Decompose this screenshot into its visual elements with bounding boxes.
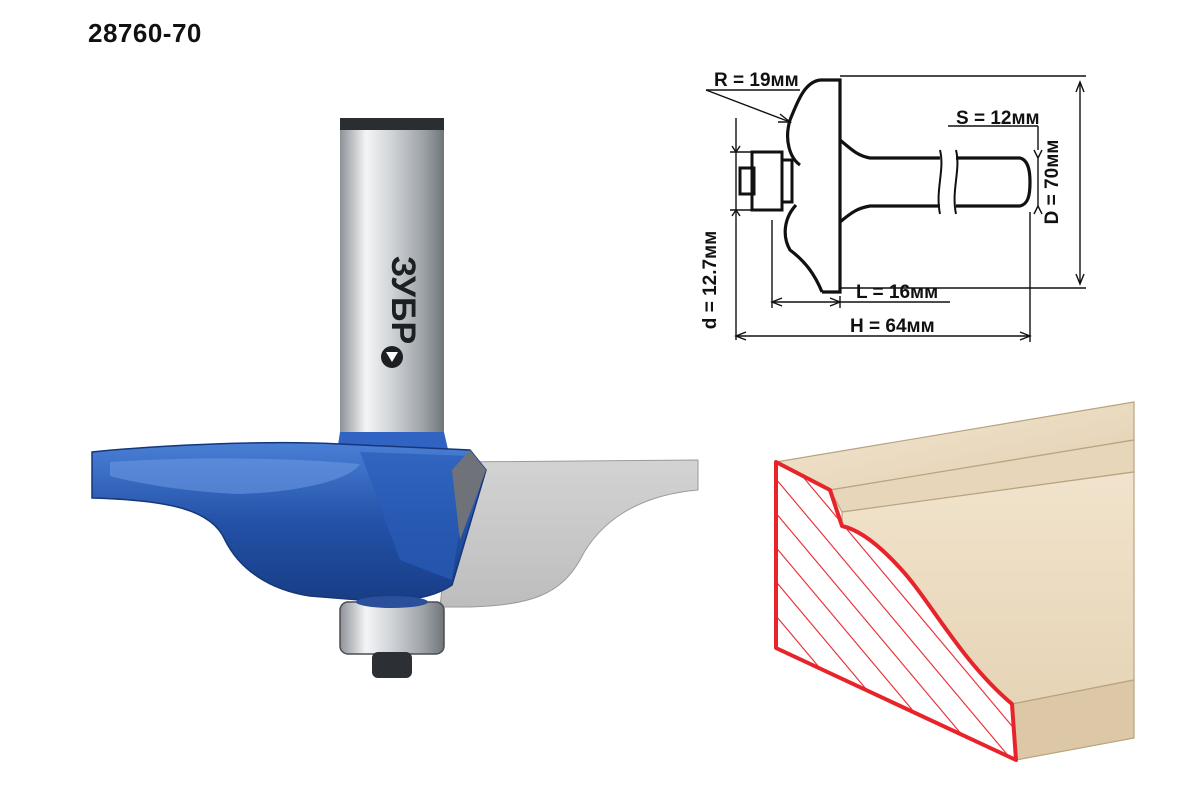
bearing <box>339 601 445 655</box>
dim-height-label: H = 64мм <box>850 316 935 337</box>
dimension-drawing <box>705 75 1086 342</box>
carbide-tip <box>452 450 486 540</box>
dim-length-label: L = 16мм <box>856 282 938 303</box>
workpiece-cut-shape <box>439 459 699 608</box>
router-bit: ЗУБР <box>91 118 699 678</box>
dimension-labels: R = 19мм S = 12мм D = 70мм d = 12.7мм L … <box>700 70 1063 337</box>
bearing-screw <box>372 652 412 678</box>
shank-top-edge <box>340 118 444 130</box>
dim-radius-label: R = 19мм <box>714 70 799 91</box>
brand-logo-text: ЗУБР <box>384 256 422 344</box>
dim-diameter-label: D = 70мм <box>1042 140 1063 225</box>
product-code: 28760-70 <box>88 18 202 48</box>
shank <box>340 118 444 438</box>
brand-logo: ЗУБР <box>381 256 422 368</box>
wood-profile <box>774 401 1135 762</box>
dim-shank-label: S = 12мм <box>956 108 1040 129</box>
dim-bearing-label: d = 12.7мм <box>700 231 721 329</box>
